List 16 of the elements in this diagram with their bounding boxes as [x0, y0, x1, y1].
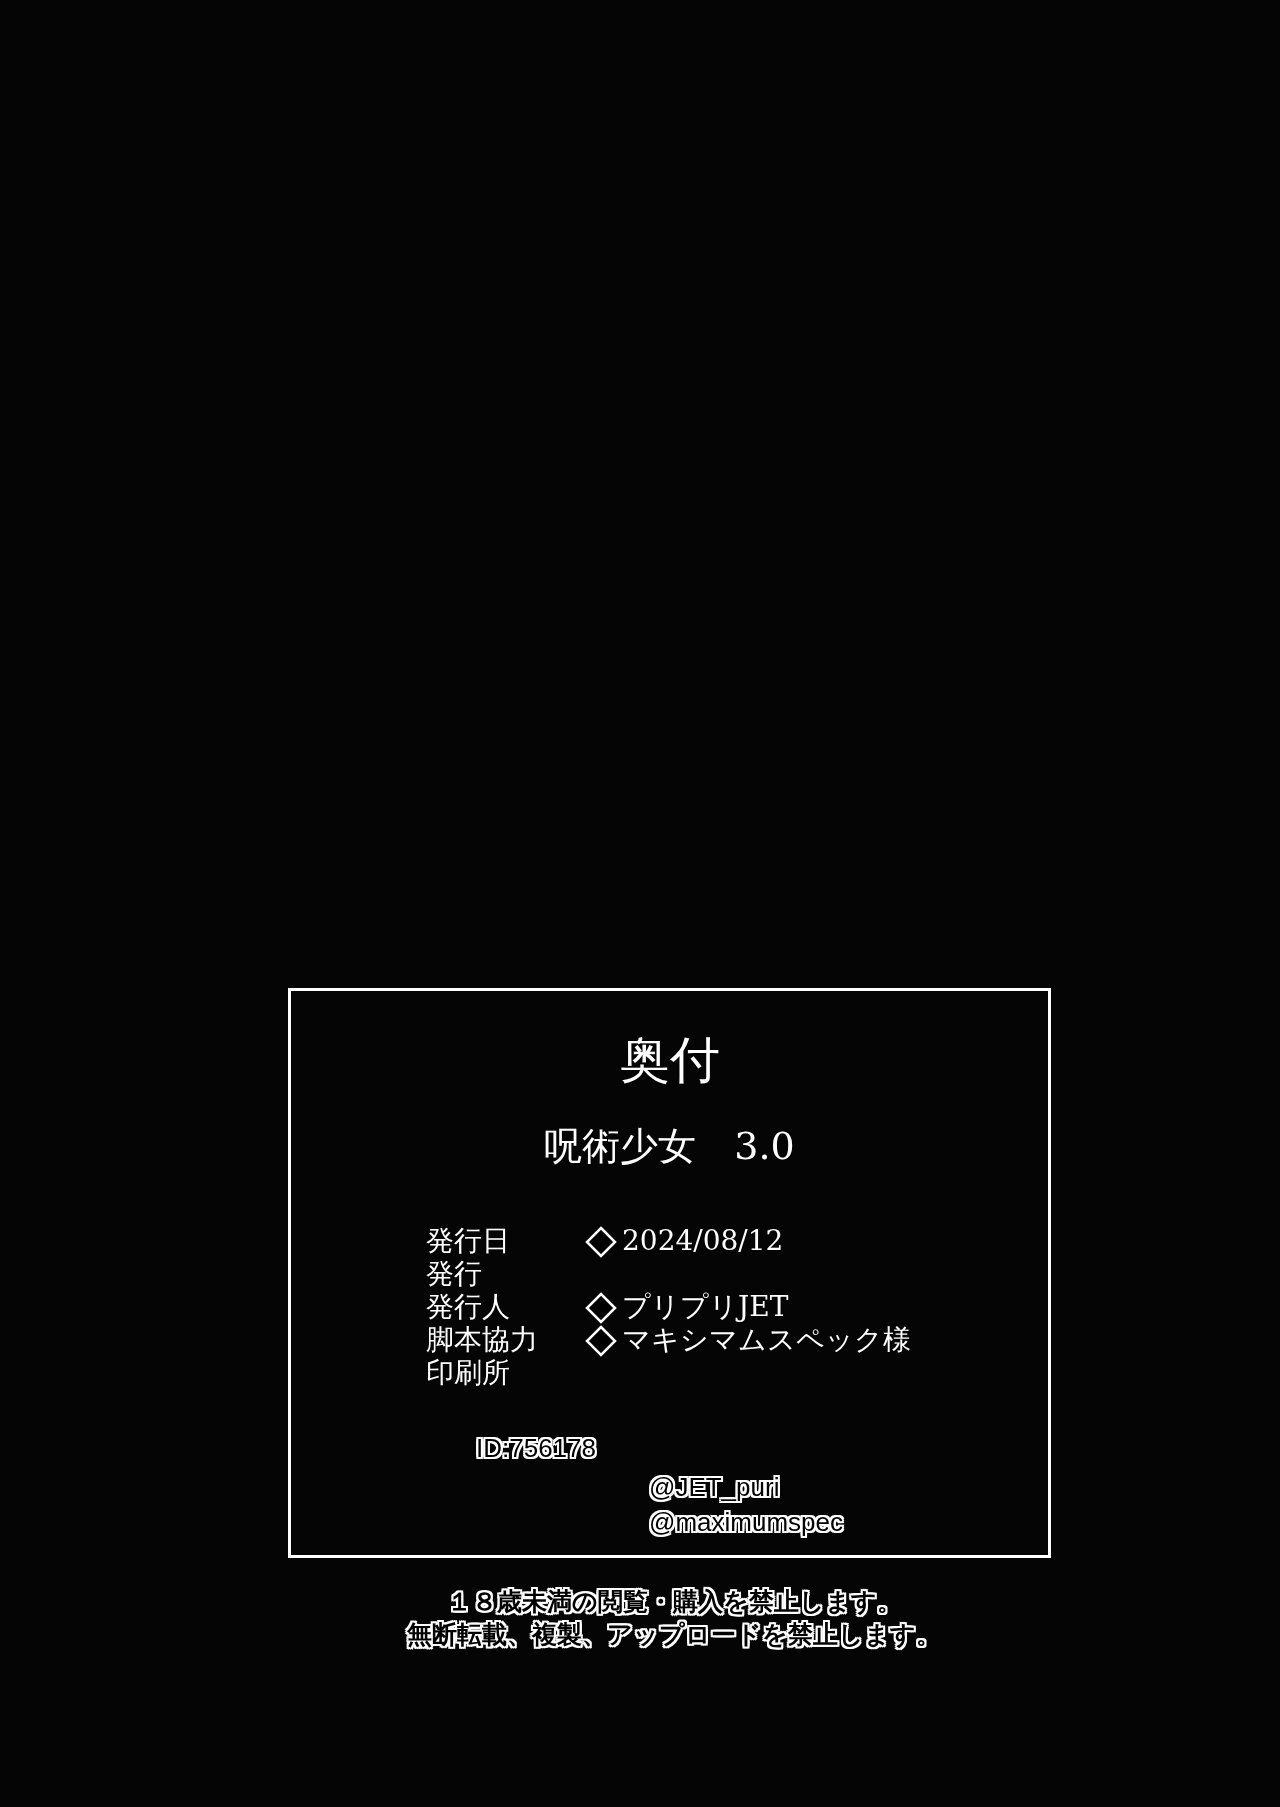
colophon-field-label: 発行 [426, 1259, 482, 1290]
colophon-value: プリプリJET [622, 1292, 789, 1323]
colophon-heading: 奥付 [619, 1031, 720, 1089]
notice-text: 無断転載、複製、アップロードを禁止します。 [407, 1620, 941, 1649]
colophon-field-label: 脚本協力 [426, 1325, 538, 1356]
account-id: @maximumspec [649, 1508, 843, 1537]
notice-text: １８歳未満の閲覧・購入を禁止します。 [446, 1587, 902, 1616]
colophon-field-label: 印刷所 [426, 1358, 510, 1389]
colophon-field-label: 発行日 [426, 1226, 510, 1257]
account-id: ID:756178 [476, 1434, 596, 1463]
colophon-value: 2024/08/12 [622, 1226, 784, 1257]
colophon-frame [288, 988, 1051, 1558]
account-id: @JET_puri [649, 1473, 780, 1502]
colophon-field-label: 発行人 [426, 1292, 510, 1323]
colophon-value: マキシマムスペック様 [622, 1325, 911, 1356]
book-title: 呪術少女 3.0 [544, 1124, 795, 1168]
